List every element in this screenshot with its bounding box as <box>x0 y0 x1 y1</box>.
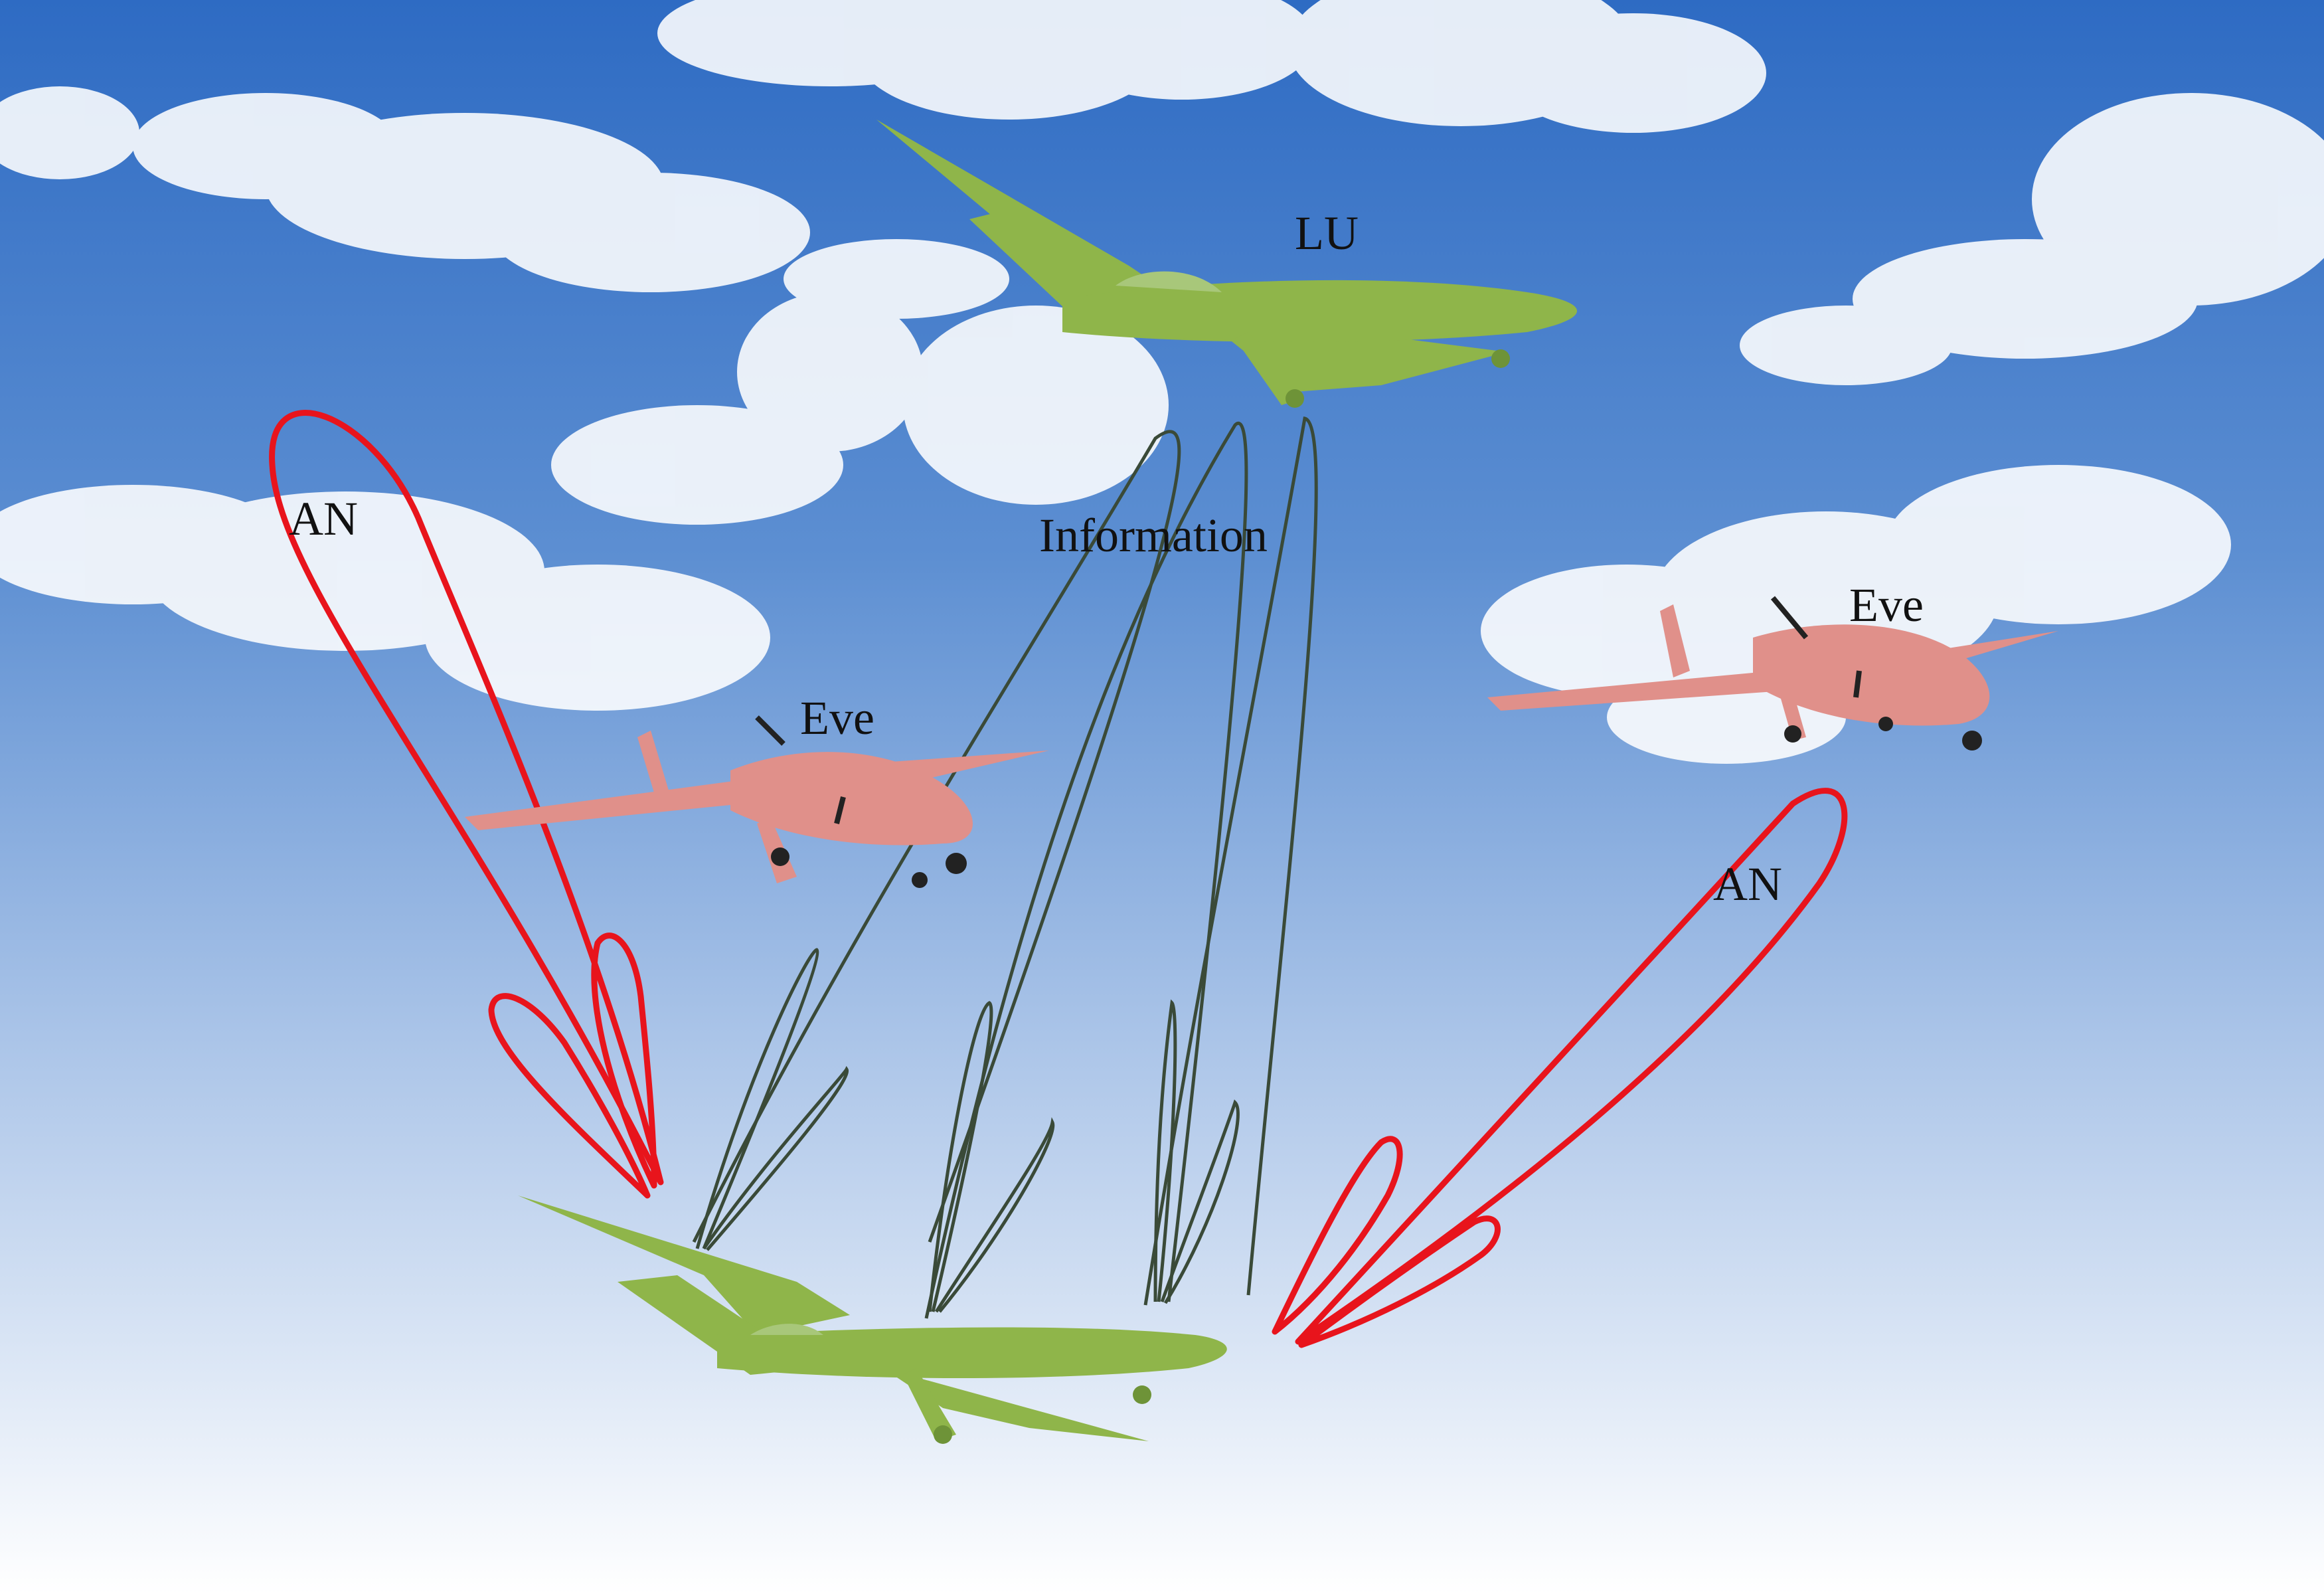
info-beam <box>692 430 1181 1243</box>
cloud <box>737 239 1169 505</box>
info-beam <box>1143 416 1318 1306</box>
cloud <box>133 93 810 292</box>
legitimate-uav-bottom <box>518 1196 1227 1444</box>
cloud <box>1288 0 1766 133</box>
information-beams <box>692 416 1318 1319</box>
an-beam-right-sidelobe <box>1272 1136 1403 1335</box>
an-beams <box>269 410 1848 1348</box>
an-beam-right-sidelobe <box>1298 1215 1501 1348</box>
legitimate-uav-top <box>876 120 1577 408</box>
cloud <box>657 0 1315 120</box>
an-beam-left-main <box>269 410 664 1186</box>
cloud <box>1740 93 2324 385</box>
label-an-left: AN <box>289 492 358 545</box>
info-beam <box>702 1066 849 1251</box>
an-beam-right-main <box>1295 788 1848 1345</box>
info-beam <box>934 1116 1055 1313</box>
label-eve-left: Eve <box>800 691 874 745</box>
label-information: Information <box>1039 509 1268 562</box>
label-lu: LU <box>1295 207 1359 260</box>
an-beam-left-sidelobe <box>488 993 651 1199</box>
eve-uav-right <box>1487 596 2058 751</box>
info-beam <box>695 948 819 1249</box>
info-beam <box>1160 1099 1240 1304</box>
eve-uav-left <box>465 715 1049 888</box>
info-beam <box>1153 999 1177 1302</box>
info-beam <box>924 421 1248 1319</box>
cloud <box>0 405 843 711</box>
an-beam-left-sidelobe <box>591 932 657 1189</box>
label-an-right: AN <box>1713 857 1782 911</box>
info-beam <box>928 1001 993 1312</box>
cloud <box>0 86 139 179</box>
label-eve-right: Eve <box>1849 578 1924 632</box>
